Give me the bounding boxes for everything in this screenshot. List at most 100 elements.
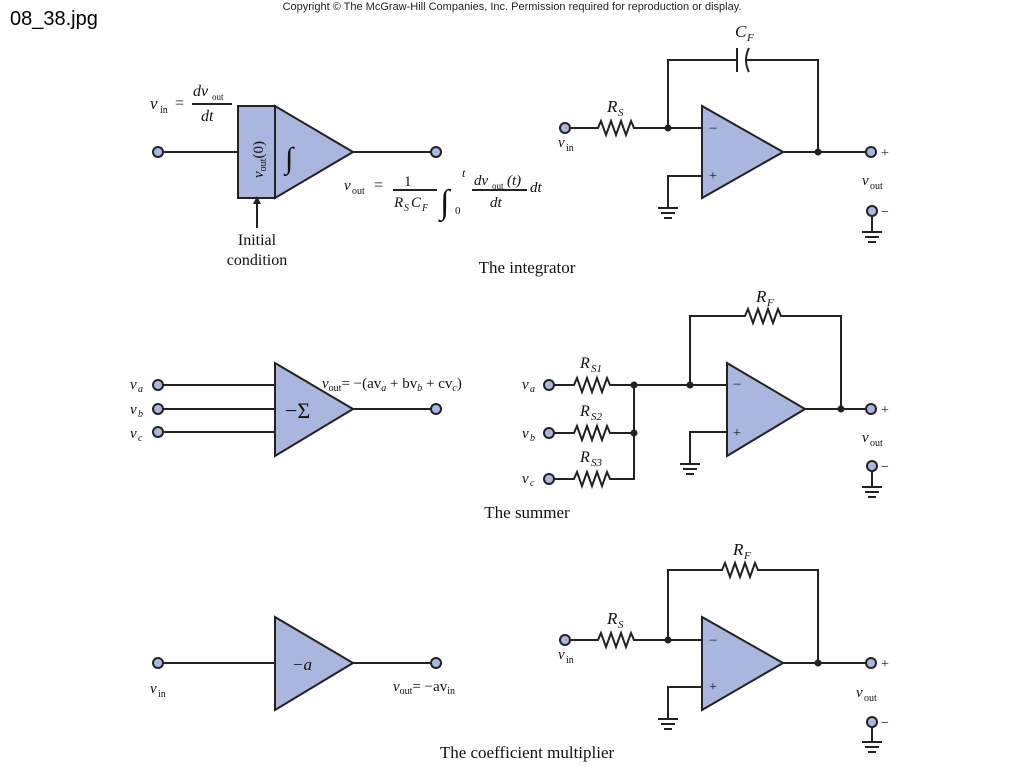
multiplier-input-terminal <box>152 657 164 669</box>
summer-equation: vout= −(ava + bvb + cvc) <box>322 376 462 394</box>
svg-text:R: R <box>579 355 590 372</box>
svg-text:S3: S3 <box>591 457 603 469</box>
summer-block-diagram: v a v b v c −Σ vout= −(ava + bvb + cvc) <box>130 361 462 458</box>
summer-opamp-triangle <box>726 361 807 458</box>
vout-frac-den2-sub: F <box>421 203 429 214</box>
output-junction-dot <box>814 148 822 156</box>
cf-label-sub: F <box>746 32 754 44</box>
vout-eq-lhs: v <box>344 178 351 194</box>
integrator-input-terminal <box>152 146 164 158</box>
resistor-rs2 <box>554 423 634 443</box>
resistor-rs1 <box>554 375 727 395</box>
svg-text:R: R <box>579 403 590 420</box>
svg-text:in: in <box>566 655 574 666</box>
svg-text:R: R <box>732 540 744 559</box>
svg-text:F: F <box>766 297 774 309</box>
vout-integral-icon: ∫ <box>438 184 452 223</box>
rs-label: R <box>606 97 618 116</box>
gain-label: −a <box>292 655 312 674</box>
summer-circuit-va-terminal <box>543 379 555 391</box>
multiplier-block-diagram: v in −a vout= −avin <box>150 615 455 712</box>
vout-int-num-sub: out <box>492 181 504 191</box>
summer-vout-minus-terminal <box>866 460 878 472</box>
vin-eq-den: dt <box>201 108 214 125</box>
multiplier-vout-plus-terminal <box>865 657 877 669</box>
svg-text:−: − <box>709 633 717 649</box>
svg-text:−: − <box>881 460 889 475</box>
vout-minus-sign: − <box>881 205 889 220</box>
vin-eq-num-sub: out <box>212 92 224 102</box>
opamp-minus: − <box>709 121 717 137</box>
feedback-wire-right <box>746 59 819 152</box>
summer-circuit: R F v a v b v c R S1 R S2 R S3 − + + <box>484 287 889 522</box>
svg-text:S1: S1 <box>591 363 602 375</box>
vout-int-num-arg: (t) <box>507 173 521 189</box>
svg-text:+: + <box>881 657 889 672</box>
copyright-notice: Copyright © The McGraw-Hill Companies, I… <box>282 1 742 13</box>
integrator-vout-sub: out <box>870 181 883 192</box>
resistor-rs <box>570 118 702 138</box>
multiplier-circuit: R F R S v in − + + v out − The coefficie… <box>440 540 889 762</box>
opamp-triangle <box>701 104 786 200</box>
svg-text:v: v <box>522 471 529 487</box>
vout-frac-den-sub: S <box>404 203 409 214</box>
summer-circuit-vc-terminal <box>543 473 555 485</box>
summer-vout-plus-terminal <box>865 403 877 415</box>
svg-text:c: c <box>530 478 535 489</box>
svg-text:out: out <box>864 693 877 704</box>
svg-text:c: c <box>138 433 143 444</box>
svg-text:a: a <box>138 384 143 395</box>
svg-text:+: + <box>881 403 889 418</box>
integrator-circuit: C F R S v in − + + v out − The integrato… <box>479 22 889 277</box>
vout-frac-den: R <box>393 195 403 211</box>
feedback-wire-left <box>667 59 737 128</box>
ic-box-text: vout(0) <box>251 141 269 178</box>
svg-text:b: b <box>138 409 143 420</box>
arrow-head-icon <box>253 196 261 204</box>
vout-int-den: dt <box>490 195 503 211</box>
vout-frac-den2: C <box>411 195 422 211</box>
multiplier-output-terminal <box>430 657 442 669</box>
integrator-caption: The integrator <box>479 258 576 277</box>
svg-text:R: R <box>606 609 618 628</box>
multiplier-caption: The coefficient multiplier <box>440 743 615 762</box>
multiplier-equation: vout= −avin <box>393 679 455 697</box>
summer-va-terminal <box>152 379 164 391</box>
integrator-block-diagram: v in = dv out dt vout(0) ∫ Initial condi… <box>150 83 543 269</box>
junction-dot <box>664 124 672 132</box>
vin-eq-lhs: v <box>150 94 158 113</box>
vout-eq-equals: = <box>374 177 383 194</box>
integrator-vin-sub: in <box>566 143 574 154</box>
svg-text:v: v <box>522 377 529 393</box>
initial-condition-line1: Initial <box>238 232 277 249</box>
rs-label-sub: S <box>618 107 624 119</box>
summer-circuit-vb-terminal <box>543 427 555 439</box>
svg-text:out: out <box>870 438 883 449</box>
initial-condition-box <box>237 105 276 199</box>
multiplier-opamp-triangle <box>701 615 786 712</box>
multiplier-rf-resistor <box>667 560 819 663</box>
vout-int-tail: dt <box>530 180 543 196</box>
svg-text:a: a <box>530 384 535 395</box>
svg-text:v: v <box>862 430 869 446</box>
integrator-vin-label: v <box>558 135 565 151</box>
cf-label: C <box>735 22 747 41</box>
summer-triangle <box>274 361 355 458</box>
initial-condition-line2: condition <box>227 252 287 269</box>
svg-text:−: − <box>881 716 889 731</box>
vout-int-num: dv <box>474 173 489 189</box>
vout-int-upper: t <box>462 166 466 180</box>
file-name-label: 08_38.jpg <box>10 8 98 30</box>
svg-text:+: + <box>733 426 741 441</box>
vout-plus-terminal <box>865 146 877 158</box>
summer-vc-terminal <box>152 426 164 438</box>
integrator-triangle <box>274 104 355 200</box>
vout-eq-lhs-sub: out <box>352 186 365 197</box>
vin-eq-equals: = <box>175 95 184 112</box>
summer-caption: The summer <box>484 503 570 522</box>
vout-plus-sign: + <box>881 146 889 161</box>
vin-eq-num: dv <box>193 83 209 100</box>
svg-text:v: v <box>522 426 529 442</box>
vout-minus-terminal <box>866 205 878 217</box>
